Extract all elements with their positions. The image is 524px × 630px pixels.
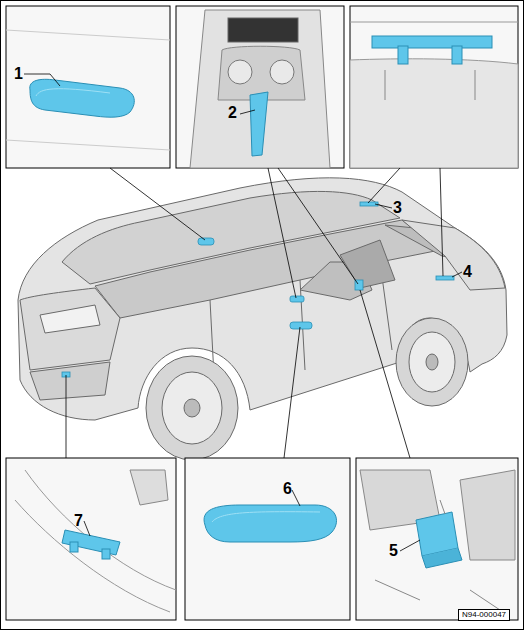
callout-number: 2 <box>228 105 237 121</box>
leader-line <box>66 168 443 458</box>
inset-detail <box>6 30 170 150</box>
callout-number: 7 <box>74 513 83 529</box>
highlighted-part <box>62 202 454 377</box>
inset-detail <box>204 505 336 542</box>
inset-detail <box>350 22 518 168</box>
callout-number: 1 <box>14 66 23 82</box>
inset-detail <box>190 10 330 168</box>
callout-number: 6 <box>283 481 292 497</box>
inset-detail <box>360 470 515 610</box>
callout-number: 4 <box>463 264 472 280</box>
inset-panel <box>6 6 518 620</box>
callout-number: 3 <box>393 200 402 216</box>
vehicle <box>18 178 507 460</box>
callout-leader <box>24 74 462 551</box>
callout-number: 5 <box>389 543 398 559</box>
drawing-number: N94-000047 <box>458 609 510 621</box>
inset-detail <box>15 470 176 612</box>
wheel <box>146 318 468 460</box>
